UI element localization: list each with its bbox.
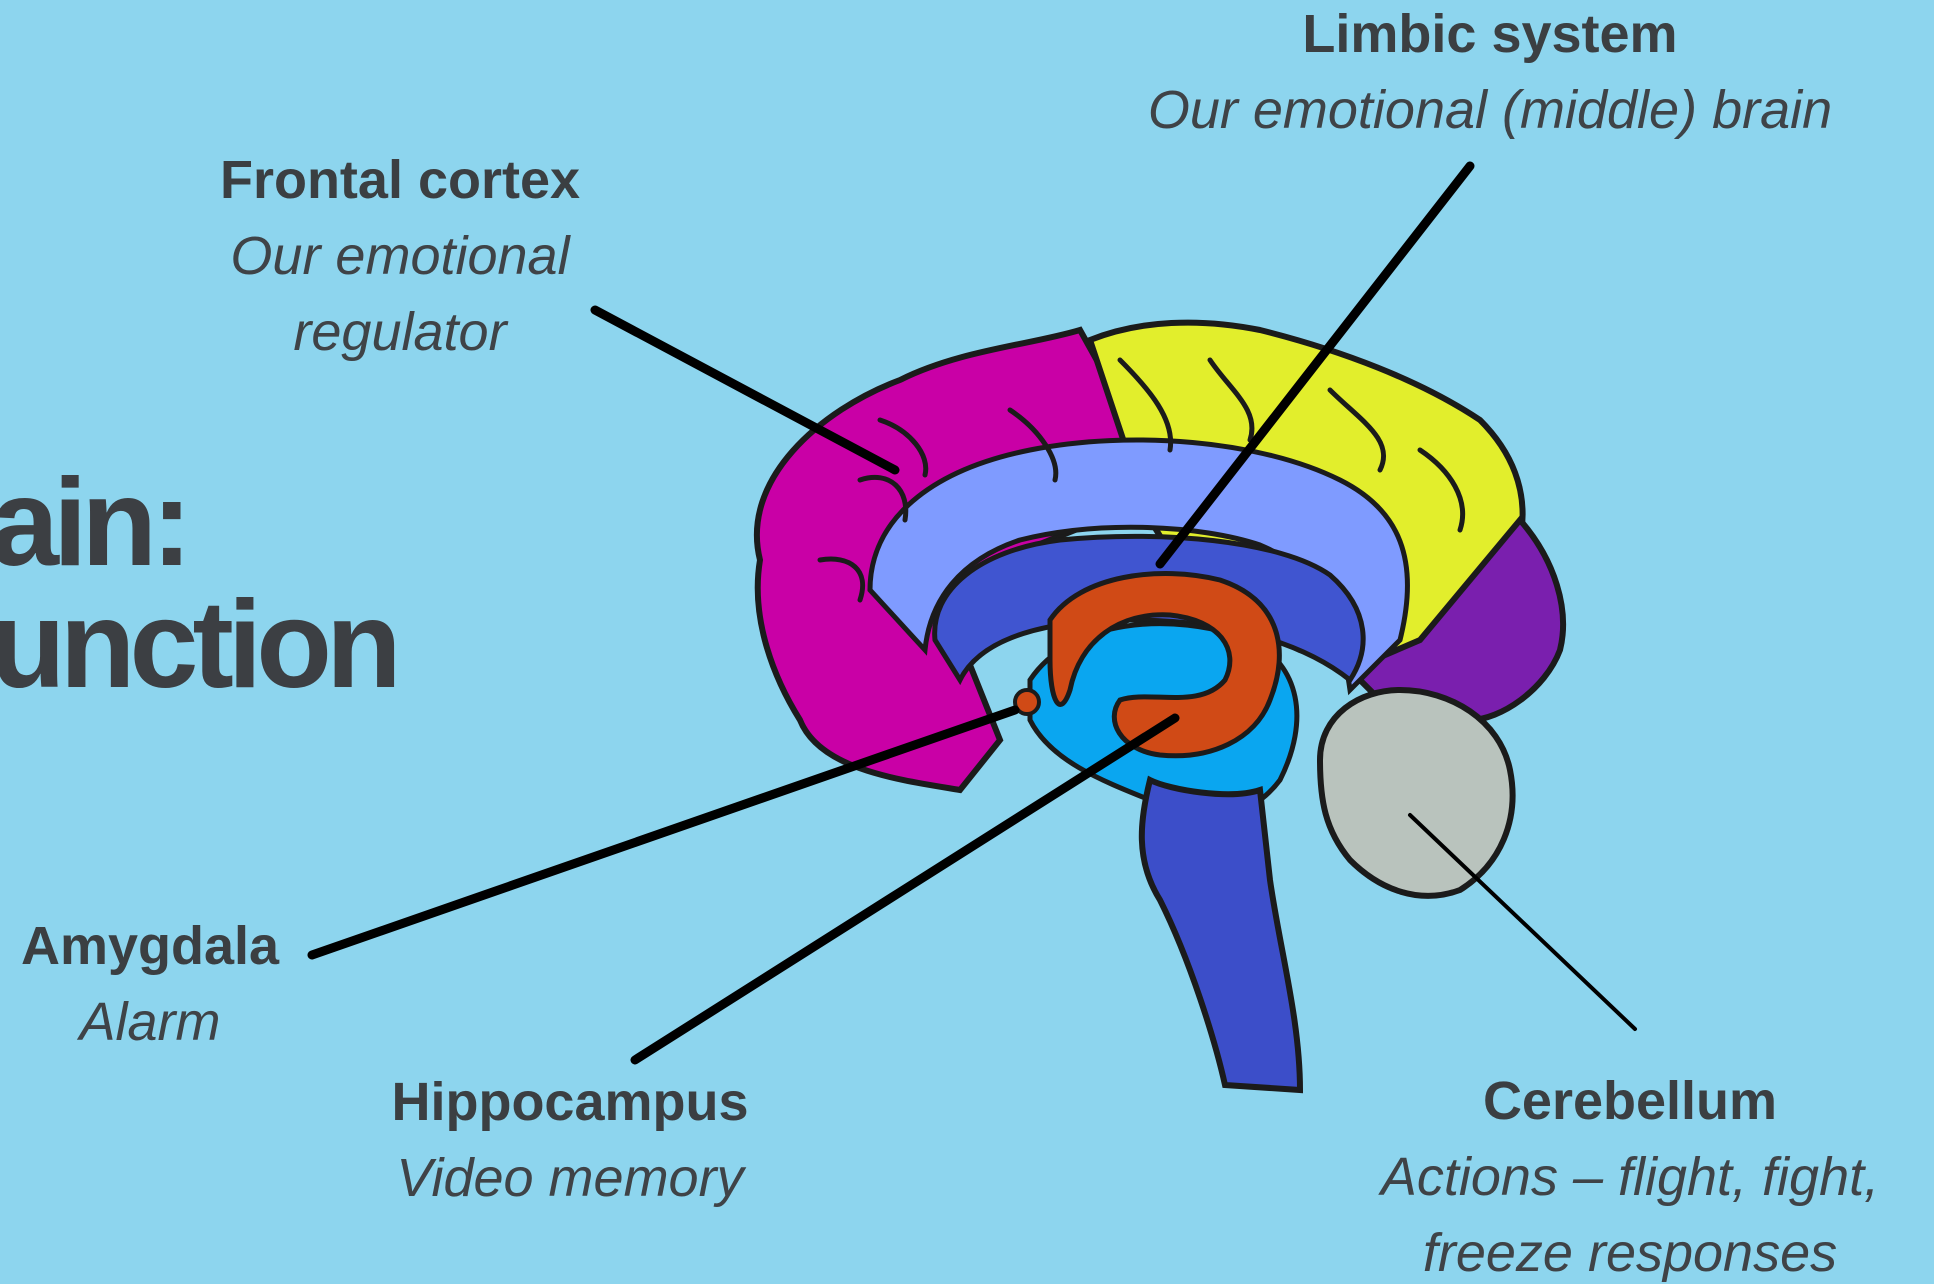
label-frontal-cortex: Frontal cortex Our emotional regulator bbox=[150, 142, 650, 370]
label-cerebellum: Cerebellum Actions – flight, fight, free… bbox=[1340, 1063, 1920, 1284]
brainstem bbox=[1142, 780, 1300, 1090]
hippocampus-name: Hippocampus bbox=[340, 1064, 800, 1140]
frontal-desc-2: regulator bbox=[150, 294, 650, 370]
label-limbic-system: Limbic system Our emotional (middle) bra… bbox=[1080, 0, 1900, 148]
frontal-name: Frontal cortex bbox=[150, 142, 650, 218]
hippocampus-desc: Video memory bbox=[340, 1140, 800, 1216]
amygdala-name: Amygdala bbox=[0, 908, 300, 984]
label-hippocampus: Hippocampus Video memory bbox=[340, 1064, 800, 1216]
limbic-desc: Our emotional (middle) brain bbox=[1080, 72, 1900, 148]
pointer-cerebellum bbox=[1410, 815, 1635, 1029]
cerebellum-desc-1: Actions – flight, fight, bbox=[1340, 1139, 1920, 1215]
label-amygdala: Amygdala Alarm bbox=[0, 908, 300, 1060]
cerebellum bbox=[1320, 690, 1513, 896]
frontal-desc-1: Our emotional bbox=[150, 218, 650, 294]
pointer-amygdala bbox=[312, 710, 1015, 955]
amygdala-desc: Alarm bbox=[0, 984, 300, 1060]
limbic-name: Limbic system bbox=[1080, 0, 1900, 72]
cerebellum-name: Cerebellum bbox=[1340, 1063, 1920, 1139]
cerebellum-desc-2: freeze responses bbox=[1340, 1215, 1920, 1284]
